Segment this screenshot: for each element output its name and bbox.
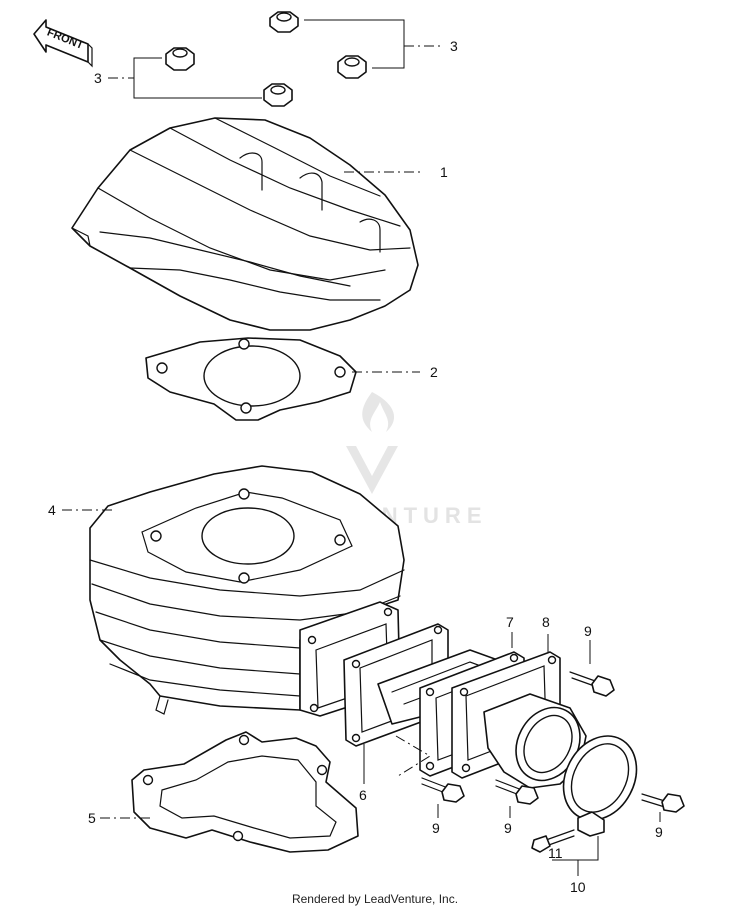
callout-7: 7 [506,614,514,630]
base-gasket [131,731,359,853]
callout-8: 8 [542,614,550,630]
hose-clamp [562,735,638,837]
callout-11: 11 [548,845,563,861]
callout-5: 5 [88,810,96,826]
bolt-icon [495,779,539,805]
callout-9: 9 [504,820,512,836]
bolt-icon [641,793,685,813]
nut-icon [165,47,195,71]
callout-6: 6 [359,787,367,803]
footer-credit: Rendered by LeadVenture, Inc. [291,892,459,906]
front-arrow-icon: FRONT [33,19,93,68]
callout-4: 4 [48,502,56,518]
callout-10: 10 [570,879,586,895]
head-gasket [145,337,357,421]
callout-3: 3 [94,70,102,86]
callout-3: 3 [450,38,458,54]
nut-icon [263,83,293,107]
callout-9: 9 [584,623,592,639]
intake-manifold [451,651,587,789]
bolt-icon [421,777,465,803]
callout-9: 9 [432,820,440,836]
nut-icon [269,11,299,33]
callout-2: 2 [430,364,438,380]
bolt-icon [569,671,615,697]
callout-9: 9 [655,824,663,840]
screw-icon [531,829,575,853]
cylinder-head [71,117,419,331]
callout-1: 1 [440,164,448,180]
nut-icon [337,55,367,79]
